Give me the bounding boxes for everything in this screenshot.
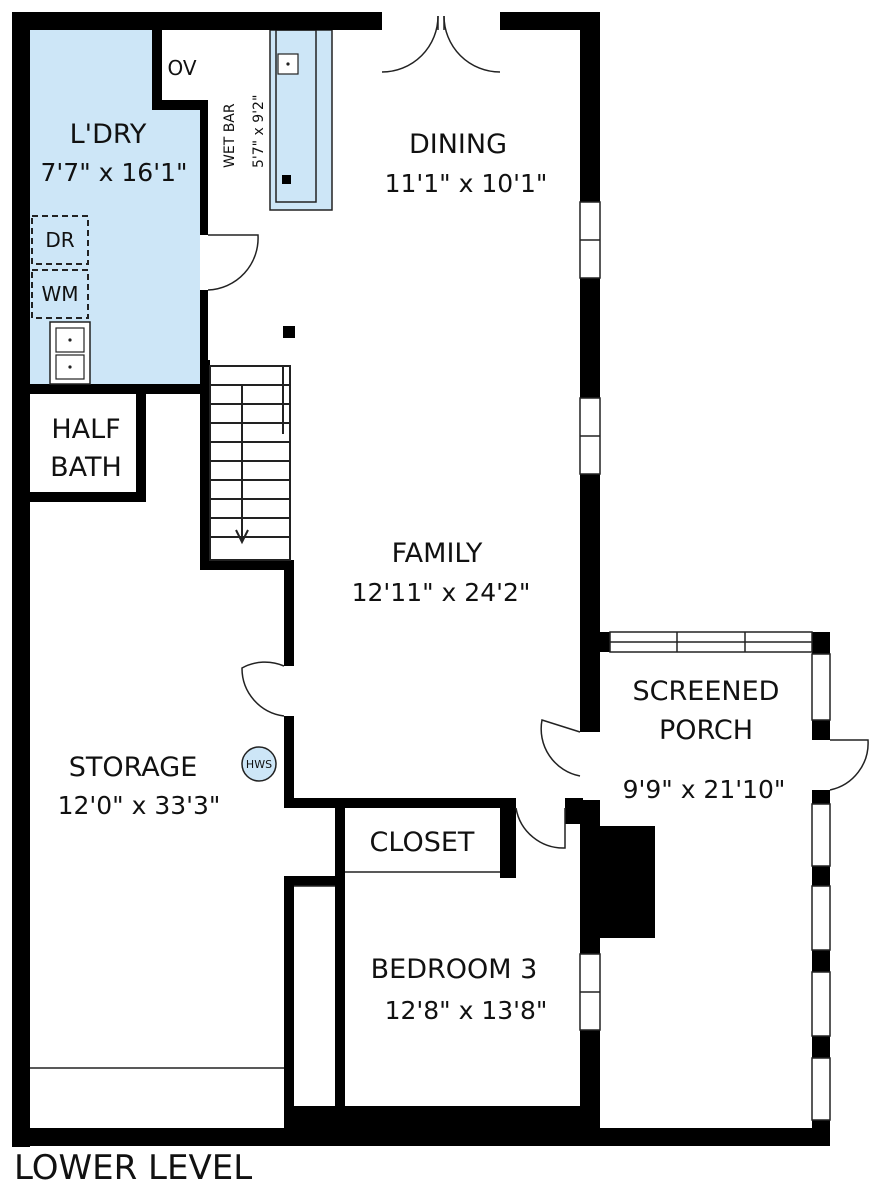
- wet-bar-dims: 5'7" x 9'2": [251, 95, 267, 168]
- family-dims: 12'11" x 24'2": [352, 578, 531, 607]
- water-heater: [241, 746, 277, 782]
- family-name: FAMILY: [392, 538, 483, 569]
- thin-lines: [30, 871, 500, 1069]
- french-door-right: [443, 15, 501, 73]
- washer-label: WM: [41, 282, 78, 306]
- staircase: [209, 365, 291, 561]
- bedroom3-name: BEDROOM 3: [371, 954, 538, 985]
- wet-bar-name: WET BAR: [222, 103, 238, 168]
- interior-walls: [28, 30, 655, 1136]
- dryer-label: DR: [45, 228, 74, 252]
- dryer-outline: [31, 215, 89, 265]
- laundry-fixtures: [31, 215, 91, 385]
- water-heater-label: HWS: [246, 758, 272, 771]
- porch-line2: PORCH: [659, 715, 753, 746]
- oven-label: OV: [167, 56, 196, 80]
- french-door-left: [381, 15, 439, 73]
- windows: [579, 201, 831, 1121]
- laundry-dims: 7'7" x 16'1": [41, 158, 188, 187]
- washer-outline: [31, 269, 89, 319]
- dining-dims: 11'1" x 10'1": [385, 169, 548, 198]
- laundry-fill: [28, 30, 205, 388]
- laundry-room: [28, 30, 205, 388]
- exterior-walls: [12, 12, 830, 1147]
- laundry-name: L'DRY: [70, 119, 147, 150]
- level-label: LOWER LEVEL: [14, 1148, 253, 1188]
- porch-line1: SCREENED: [633, 676, 780, 707]
- closet-name: CLOSET: [370, 827, 475, 858]
- storage-dims: 12'0" x 33'3": [58, 791, 221, 820]
- porch-dims: 9'9" x 21'10": [623, 775, 786, 804]
- wet-bar-counter: [269, 29, 333, 211]
- storage-name: STORAGE: [69, 752, 198, 783]
- dining-name: DINING: [409, 129, 507, 160]
- utility-sink-icon: [49, 321, 91, 385]
- bedroom3-dims: 12'8" x 13'8": [385, 996, 548, 1025]
- half-bath-line2: BATH: [50, 452, 122, 483]
- door-swings: [207, 15, 869, 849]
- half-bath-line1: HALF: [51, 414, 120, 445]
